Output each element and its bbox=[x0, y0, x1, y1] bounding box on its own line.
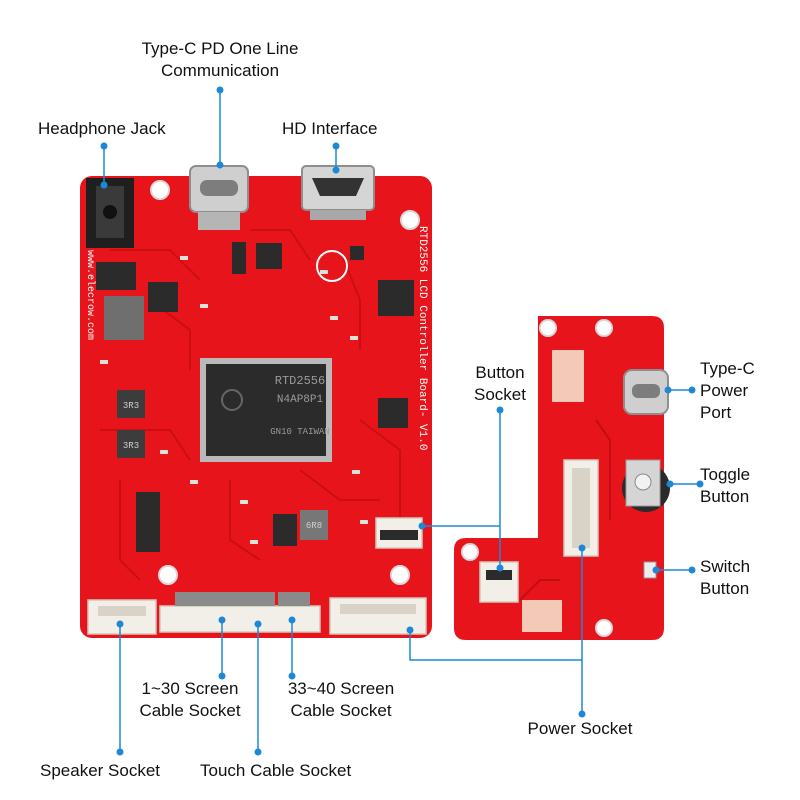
toggle-button bbox=[622, 459, 670, 512]
label-screen-1-30: 1~30 Screen Cable Socket bbox=[115, 678, 265, 722]
label-switch-button-line2: Button bbox=[700, 579, 750, 598]
headphone-jack bbox=[86, 178, 134, 248]
label-screen-33-40: 33~40 Screen Cable Socket bbox=[266, 678, 416, 722]
label-headphone-jack: Headphone Jack bbox=[38, 119, 166, 138]
inductor-label-2: 3R3 bbox=[123, 441, 139, 451]
board-logo bbox=[316, 250, 348, 282]
hd-interface-port bbox=[301, 165, 375, 220]
label-typec-power-line3: Port bbox=[700, 403, 732, 422]
label-toggle-button: Toggle Button bbox=[700, 464, 750, 508]
chip-text-1: RTD2556 bbox=[275, 374, 325, 388]
typec-power-port bbox=[623, 369, 669, 415]
label-screen-33-40-line1: 33~40 Screen bbox=[287, 679, 395, 698]
label-hd-interface: HD Interface bbox=[282, 119, 378, 138]
screen-cable-socket bbox=[159, 592, 321, 633]
callout-dots bbox=[100, 86, 704, 756]
label-typec-pd-line1: Type-C PD One Line bbox=[141, 39, 299, 58]
power-socket bbox=[563, 459, 599, 557]
label-typec-power-line1: Type-C bbox=[700, 359, 755, 378]
label-screen-33-40-line2: Cable Socket bbox=[290, 701, 392, 720]
label-button-socket-line1: Button bbox=[475, 363, 525, 382]
label-speaker-socket: Speaker Socket bbox=[40, 761, 161, 780]
label-touch-cable-socket: Touch Cable Socket bbox=[200, 761, 352, 780]
label-switch-button-line1: Switch bbox=[700, 557, 751, 576]
label-button-socket: Button Socket bbox=[450, 362, 550, 406]
inductor-label-3: 6R8 bbox=[306, 521, 322, 531]
label-screen-1-30-line2: Cable Socket bbox=[139, 701, 241, 720]
label-button-socket-line2: Socket bbox=[474, 385, 526, 404]
board-website: www.elecrow.com bbox=[84, 250, 96, 340]
label-typec-pd-line2: Communication bbox=[160, 61, 280, 80]
label-typec-power: Type-C Power Port bbox=[700, 358, 755, 424]
inductor-label-1: 3R3 bbox=[123, 401, 139, 411]
side-board bbox=[454, 316, 670, 640]
label-toggle-button-line2: Button bbox=[700, 487, 750, 506]
board-title: RTD2556 LCD Controller Board- V1.0 bbox=[416, 226, 428, 450]
label-power-socket: Power Socket bbox=[527, 719, 633, 738]
typec-pd-port bbox=[189, 165, 249, 230]
main-board: RTD2556 N4AP8P1 GN10 TAIWAN 3R3 3R3 6R8 bbox=[80, 165, 432, 638]
speaker-socket bbox=[87, 599, 157, 635]
label-toggle-button-line1: Toggle bbox=[700, 465, 751, 484]
label-typec-pd: Type-C PD One Line Communication bbox=[120, 38, 320, 82]
chip-text-3: GN10 TAIWAN bbox=[270, 427, 329, 437]
callout-lines bbox=[103, 90, 700, 752]
label-switch-button: Switch Button bbox=[700, 556, 750, 600]
chip-text-2: N4AP8P1 bbox=[277, 394, 324, 406]
label-typec-power-line2: Power bbox=[700, 381, 749, 400]
button-ffc-socket-main bbox=[375, 517, 423, 549]
label-screen-1-30-line1: 1~30 Screen bbox=[141, 679, 239, 698]
main-chip: RTD2556 N4AP8P1 GN10 TAIWAN bbox=[200, 358, 332, 462]
inductors: 3R3 3R3 6R8 bbox=[104, 296, 328, 540]
